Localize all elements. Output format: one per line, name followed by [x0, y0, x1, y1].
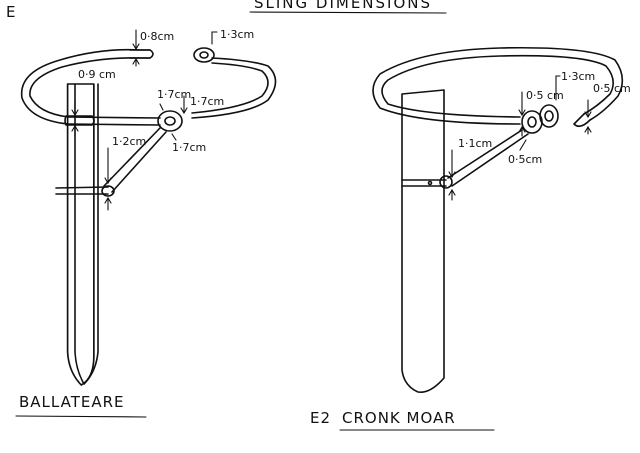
- right-dim-diagonal: 1·1cm: [458, 137, 492, 150]
- left-right-cord: [191, 57, 277, 119]
- left-dimensions: 0·8cm 1·3cm 0·9 cm 1·7cm 1·7cm 1·7cm 1·2…: [71, 28, 254, 211]
- left-shaft: [66, 83, 95, 386]
- right-lower-band: [401, 179, 447, 187]
- right-dim-ring: 1·3cm: [561, 70, 595, 83]
- left-loop-end: [129, 49, 154, 59]
- right-outer-loop: [372, 46, 624, 125]
- left-dim-loop-end: 0·8cm: [140, 30, 174, 43]
- left-center-ring: [157, 110, 183, 132]
- left-strap: [67, 116, 161, 126]
- left-caption-underline: [15, 415, 147, 418]
- left-caption: BALLATEARE: [19, 393, 125, 411]
- left-lower-band: [55, 186, 109, 195]
- right-ring-large: [539, 104, 559, 128]
- left-dim-ring-lower: 1·7cm: [172, 141, 206, 154]
- corner-letter: E: [6, 3, 15, 21]
- cronk-moar-drawing: [372, 46, 624, 394]
- right-shaft: [401, 89, 445, 394]
- right-dimensions: 0·5 cm 1·3cm 0·5 cm 1·1cm 0·5cm: [448, 70, 631, 201]
- left-outer-loop: [20, 48, 151, 125]
- left-dim-ring-left: 1·7cm: [157, 88, 191, 101]
- right-dim-ring-lower: 0·5cm: [508, 153, 542, 166]
- right-diagonal-strap: [447, 129, 529, 187]
- left-dim-ring-right: 1·7cm: [190, 95, 224, 108]
- right-caption-prefix: E2: [310, 409, 331, 427]
- right-caption: CRONK MOAR: [342, 409, 456, 427]
- title-underline: [249, 11, 447, 14]
- left-dim-ring: 1·3cm: [220, 28, 254, 41]
- left-diagonal-strap: [103, 127, 167, 193]
- left-top-ring: [193, 47, 215, 63]
- right-loop-end: [573, 113, 591, 128]
- ballateare-drawing: [20, 47, 277, 386]
- right-dim-strap-top: 0·5 cm: [526, 89, 564, 102]
- left-dim-diagonal: 1·2cm: [112, 135, 146, 148]
- right-dim-loop-end: 0·5 cm: [593, 82, 631, 95]
- left-dim-strap-width: 0·9 cm: [78, 68, 116, 81]
- page-title: SLING DIMENSIONS: [254, 0, 432, 12]
- right-ring-small: [521, 110, 543, 134]
